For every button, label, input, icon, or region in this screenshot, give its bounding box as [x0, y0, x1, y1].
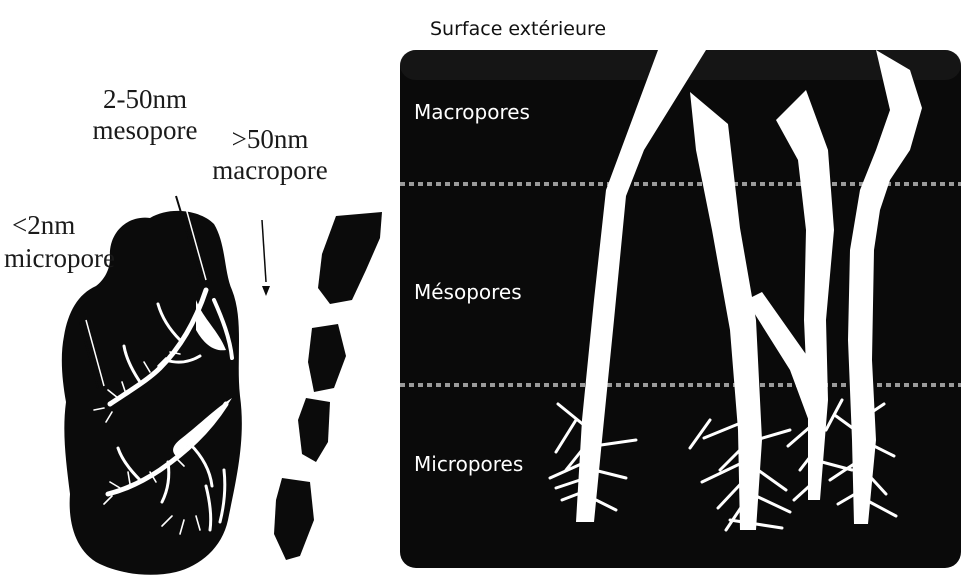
rock-fragment — [308, 324, 346, 392]
micropore-size: <2nm — [4, 212, 116, 239]
rock-fragment — [274, 478, 314, 560]
particle-cross-section: 2-50nm mesopore >50nm macropore <2nm mic… — [0, 0, 390, 576]
mesopore-size: 2-50nm — [90, 86, 200, 113]
macropore-name: macropore — [210, 157, 330, 184]
zone-label-mesopores: Mésopores — [414, 280, 522, 304]
zone-label-macropores: Macropores — [414, 100, 530, 124]
micropore-label: <2nm micropore — [4, 212, 116, 272]
rock-fragment — [298, 398, 330, 462]
rock-fragment — [318, 212, 382, 304]
macropore-pointer — [262, 220, 266, 282]
mesopore-label: 2-50nm mesopore — [90, 86, 200, 144]
zone-label-micropores: Micropores — [414, 452, 523, 476]
macropore-pointer-arrowhead — [262, 286, 270, 296]
pore-zone-schematic: Surface extérieure — [390, 0, 961, 576]
micropore-name: micropore — [4, 245, 116, 272]
macropore-label: >50nm macropore — [210, 126, 330, 184]
mesopore-name: mesopore — [90, 117, 200, 144]
pore-block — [400, 50, 961, 568]
macropore-size: >50nm — [210, 126, 330, 153]
